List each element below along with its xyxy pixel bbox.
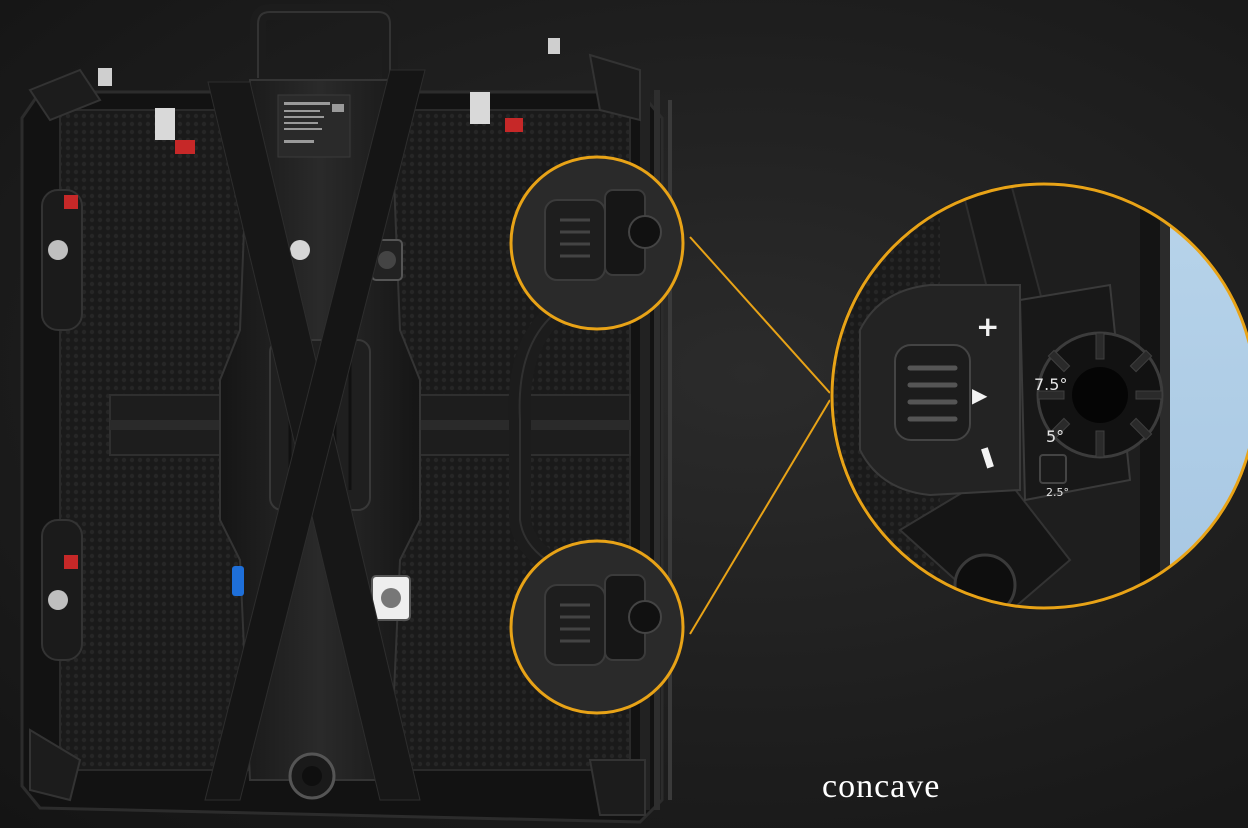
dial-mark-2-5: 2.5° bbox=[1046, 486, 1069, 499]
arrow-indicator-icon: ▶ bbox=[972, 383, 988, 407]
dial-mark-7-5: 7.5° bbox=[1034, 375, 1067, 394]
angle-lock-bottom bbox=[509, 539, 685, 715]
callout-lines bbox=[689, 236, 831, 635]
plus-icon: + bbox=[976, 310, 999, 343]
minus-icon bbox=[981, 447, 994, 469]
dial-mark-5: 5° bbox=[1046, 427, 1064, 446]
caption-concave: concave bbox=[822, 768, 941, 805]
angle-lock-top bbox=[509, 155, 685, 331]
magnified-angle-lock: 7.5° 5° 2.5° + ▶ bbox=[830, 182, 1248, 610]
